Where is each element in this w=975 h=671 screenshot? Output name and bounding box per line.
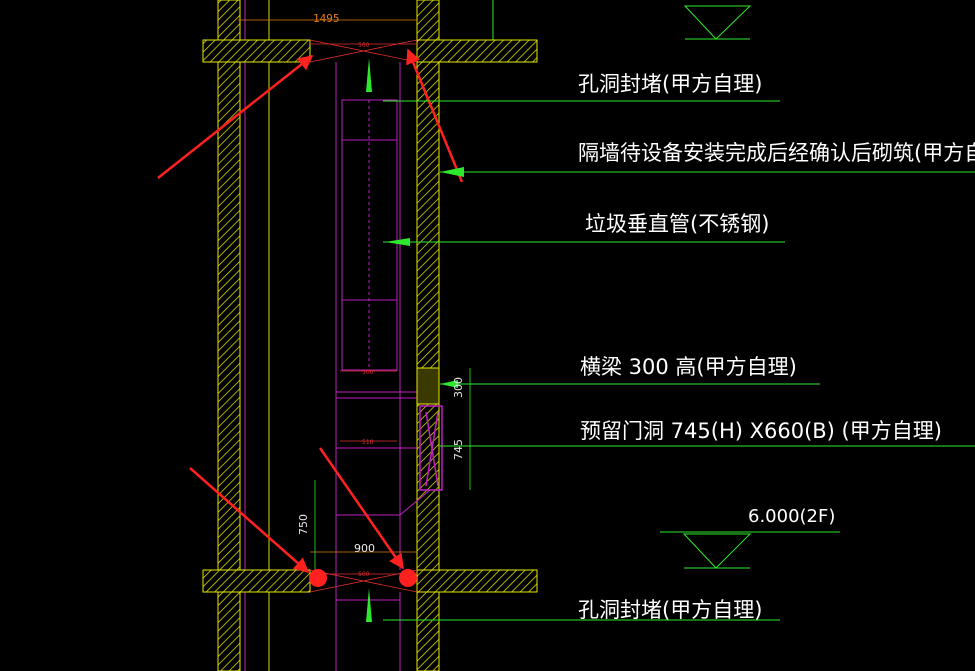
dim-bottom-width: 900 bbox=[354, 542, 375, 555]
red-blobs bbox=[309, 569, 417, 587]
label-hole-seal-top: 孔洞封堵(甲方自理) bbox=[578, 72, 762, 96]
dim-lower-height: 750 bbox=[297, 514, 310, 535]
dim-beam-height: 300 bbox=[452, 377, 465, 398]
top-slab bbox=[202, 39, 538, 63]
red-arrows bbox=[157, 48, 464, 573]
dim-top-width: 1495 bbox=[313, 12, 340, 25]
dim-bottom-opening: 500 bbox=[358, 571, 370, 578]
dim-top-opening: 500 bbox=[358, 42, 370, 49]
dimensions bbox=[238, 19, 471, 575]
label-chute-pipe: 垃圾垂直管(不锈钢) bbox=[585, 212, 769, 236]
label-elevation: 6.000(2F) bbox=[748, 506, 835, 527]
dim-mid-opening-2: 510 bbox=[362, 439, 374, 446]
right-wall bbox=[416, 0, 494, 671]
beam bbox=[416, 367, 440, 405]
label-partition-wall: 隔墙待设备安装完成后经确认后砌筑(甲方自理) bbox=[578, 141, 975, 165]
door-opening bbox=[419, 405, 443, 491]
dim-mid-opening-1: 500 bbox=[362, 369, 374, 376]
label-door-opening: 预留门洞 745(H) X660(B) (甲方自理) bbox=[580, 419, 942, 443]
label-hole-seal-bottom: 孔洞封堵(甲方自理) bbox=[578, 598, 762, 622]
label-beam: 横梁 300 高(甲方自理) bbox=[580, 355, 797, 379]
chute-pipe bbox=[335, 62, 431, 671]
bottom-slab bbox=[202, 569, 538, 671]
dim-door-height: 745 bbox=[452, 439, 465, 460]
leader-arrowheads bbox=[385, 167, 464, 388]
left-wall bbox=[217, 0, 270, 671]
flow-markers bbox=[366, 58, 372, 622]
leader-lines bbox=[383, 5, 975, 621]
